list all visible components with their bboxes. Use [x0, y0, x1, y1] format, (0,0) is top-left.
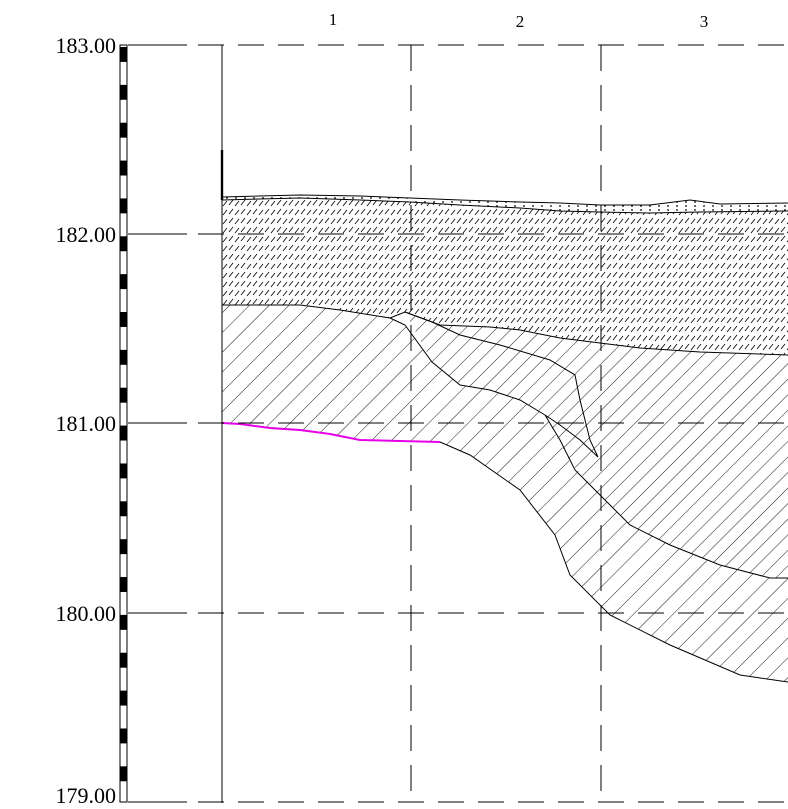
magenta-boundary-line — [221, 422, 441, 443]
dashed-hatch-layer — [222, 198, 788, 355]
ground-surface-line — [221, 194, 788, 206]
ruler-segment — [120, 274, 127, 290]
bottom-boundary-line — [439, 441, 788, 683]
elevation-ruler — [119, 44, 128, 803]
elevation-label: 181.00 — [56, 411, 117, 436]
dashed-layer-base-line — [222, 304, 788, 356]
elevation-labels: 183.00 182.00 181.00 180.00 179.00 — [56, 33, 117, 808]
ruler-segment — [120, 198, 127, 214]
ruler-segment — [120, 236, 127, 252]
ruler-segment — [120, 349, 127, 365]
ruler-segment — [120, 614, 127, 630]
elevation-label: 182.00 — [56, 222, 117, 247]
ruler-segment — [120, 766, 127, 782]
layer-boundaries — [221, 194, 788, 683]
elevation-label: 179.00 — [56, 783, 117, 808]
dotted-layer-base-line — [221, 197, 788, 214]
ruler-segment — [120, 690, 127, 706]
ruler-segment — [120, 425, 127, 441]
ruler-segment — [120, 539, 127, 555]
grid — [128, 44, 788, 803]
dotted-fill-layer — [222, 195, 788, 213]
diagonal-hatch-layer-upper — [405, 312, 788, 578]
ruler-segment — [120, 728, 127, 744]
ruler-segment — [120, 501, 127, 517]
lens-boundary-line — [389, 311, 599, 458]
column-label: 3 — [700, 12, 709, 31]
ruler-segment — [120, 652, 127, 668]
diagonal-hatch-layer-lower — [222, 305, 788, 682]
ruler-segment — [120, 47, 127, 62]
elevation-label: 180.00 — [56, 601, 117, 626]
column-label: 1 — [329, 10, 338, 29]
elevation-label: 183.00 — [56, 33, 117, 58]
column-labels: 1 2 3 — [329, 10, 709, 31]
ruler-segment — [120, 387, 127, 403]
inner-lower-boundary-line — [544, 414, 788, 579]
ruler-segment — [120, 122, 127, 138]
ruler-segment — [120, 312, 127, 327]
column-label: 2 — [516, 12, 525, 31]
ruler-segment — [120, 84, 127, 100]
ruler-segment — [120, 160, 127, 176]
ruler-segment — [120, 463, 127, 479]
ruler-segment — [120, 577, 127, 592]
